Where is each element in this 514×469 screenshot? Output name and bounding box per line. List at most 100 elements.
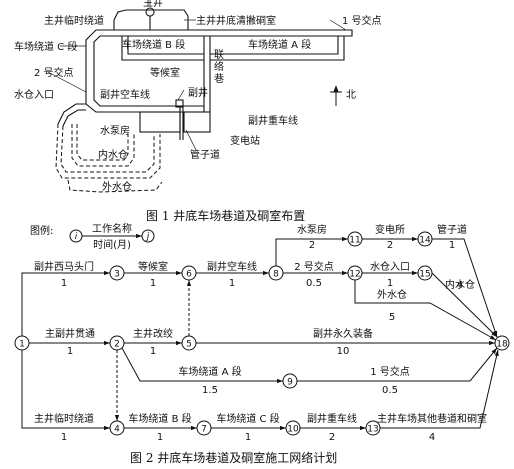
activity-duration: 1 [61, 278, 67, 289]
label-link-lane-char: 络 [214, 60, 224, 73]
network-diagram: 图例: i j 工作名称 时间(月) 副井西马头门 1 等候室 1 副井空车线 1 2 号交… [14, 222, 510, 465]
network-node-number: 11 [349, 236, 360, 246]
activity-name: 副井西马头门 [34, 260, 94, 273]
activity-duration: 1.5 [202, 385, 218, 396]
network-node [494, 335, 510, 351]
network-node-number: 5 [186, 340, 192, 350]
network-node [181, 335, 197, 351]
activity-arrow [21, 270, 110, 336]
label-outer-sump: 外水仓 [102, 180, 132, 193]
activity-duration: 1 [245, 432, 251, 443]
activity-duration: 1 [150, 278, 156, 289]
label-link-lane: 联络巷 [214, 49, 224, 85]
layout-drawing: 主井 主井临时绕道 主井井底清撇硐室 1 号交点 车场绕道 C 段 车场绕道 B… [14, 0, 382, 223]
legend-i: i [75, 232, 78, 242]
label-loop-b: 车场绕道 B 段 [122, 38, 185, 51]
network-node-number: 15 [419, 270, 430, 280]
activity-arrow [432, 238, 498, 338]
activity-duration: 4 [457, 280, 463, 291]
network-node-number: 12 [349, 270, 360, 280]
label-link-lane-char: 巷 [214, 73, 224, 85]
network-node-number: 3 [114, 270, 120, 280]
network-node-number: 2 [114, 340, 120, 350]
leader-lines [47, 0, 347, 151]
network-node [417, 265, 433, 281]
network-node [109, 335, 125, 351]
activity-name: 内水仓 [445, 278, 475, 291]
activity-arrow [297, 347, 498, 382]
label-north: 北 [346, 89, 356, 101]
activity-name: 等候室 [138, 260, 168, 273]
network-node [14, 335, 30, 351]
legend-j: j [145, 232, 150, 242]
network-node [347, 231, 363, 247]
activity-name: 车场绕道 B 段 [128, 412, 191, 425]
activity-name: 水泵房 [297, 223, 327, 236]
activity-duration: 4 [429, 432, 435, 443]
network-node [282, 373, 298, 389]
activity-duration: 1 [387, 278, 393, 289]
legend: 图例: i j 工作名称 时间(月) [30, 222, 155, 251]
label-aux-empty: 副井空车线 [100, 88, 150, 101]
activity-duration: 2 [387, 240, 393, 251]
network-node-number: 8 [273, 270, 279, 280]
label-link-lane-char: 联 [214, 49, 224, 61]
label-junction-1: 1 号交点 [342, 14, 382, 27]
activity-name: 水仓入口 [370, 260, 410, 273]
network-node-number: 4 [114, 425, 120, 435]
activity-name: 主井临时绕道 [34, 412, 94, 425]
roadway-lines [57, 7, 353, 140]
network-node-number: 18 [496, 340, 508, 350]
label-main-shaft: 主井 [143, 0, 163, 9]
activity-duration: 5 [389, 312, 395, 323]
activity-name: 副井永久装备 [313, 327, 373, 340]
network-node-number: 1 [19, 340, 25, 350]
label-inner-sump: 内水仓 [98, 148, 128, 161]
activity-name: 变电所 [375, 223, 405, 236]
activity-name: 主井改绞 [133, 327, 173, 340]
activity-duration: 1 [449, 240, 455, 251]
label-aux-heavy: 副井重车线 [248, 114, 298, 127]
activity-duration: 1 [150, 346, 156, 357]
legend-time: 时间(月) [93, 238, 131, 251]
activity-arrow [275, 236, 348, 266]
activity-name: 外水仓 [377, 288, 407, 301]
activity-arrow [431, 272, 498, 338]
network-node [285, 420, 301, 436]
label-pipe-way: 管子道 [190, 148, 220, 161]
figure-1-caption: 图 1 井底车场巷道及硐室布置 [146, 208, 305, 223]
network-node [109, 265, 125, 281]
figure-1-layout: 主井 主井临时绕道 主井井底清撇硐室 1 号交点 车场绕道 C 段 车场绕道 B… [0, 0, 514, 228]
label-substation: 变电站 [230, 134, 260, 147]
legend-title: 图例: [30, 224, 53, 237]
activity-name: 车场绕道 A 段 [178, 365, 241, 378]
activity-duration: 0.5 [382, 385, 398, 396]
activity-duration: 0.5 [306, 278, 322, 289]
network-node [268, 265, 284, 281]
network-node [365, 420, 381, 436]
activity-arrow [380, 349, 499, 429]
activity-duration: 2 [329, 432, 335, 443]
activity-name: 主副井贯通 [45, 327, 95, 340]
activity-duration: 1 [157, 432, 163, 443]
activity-arrow [121, 347, 283, 384]
label-bottom-room: 主井井底清撇硐室 [196, 14, 276, 27]
activity-name: 副井重车线 [307, 412, 357, 425]
label-temp-roadway: 主井临时绕道 [44, 14, 104, 27]
network-node-number: 7 [201, 425, 207, 435]
legend-work: 工作名称 [92, 222, 132, 235]
activity-duration: 10 [337, 346, 350, 357]
label-aux-shaft: 副井 [188, 86, 208, 99]
network-node-number: 10 [287, 425, 299, 435]
activity-arrow [354, 280, 497, 341]
label-sump-entry: 水仓入口 [14, 88, 54, 101]
figure-2-caption: 图 2 井底车场巷道及硐室施工网络计划 [130, 450, 337, 465]
label-loop-a: 车场绕道 A 段 [248, 38, 311, 51]
activity-name: 2 号交点 [294, 260, 334, 273]
activity-name: 副井空车线 [207, 260, 257, 273]
network-node [417, 231, 433, 247]
network-node [181, 265, 197, 281]
activity-duration: 1 [229, 278, 235, 289]
network-node-number: 14 [419, 236, 431, 246]
activity-duration: 2 [309, 240, 315, 251]
